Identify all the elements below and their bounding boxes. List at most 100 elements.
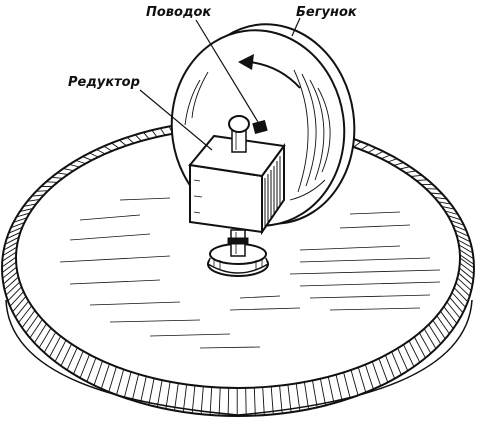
- reducer-side-shading: [264, 156, 281, 228]
- rim-hatch-stroke: [262, 387, 265, 416]
- rim-hatch-stroke: [36, 190, 49, 192]
- rim-hatch-stroke: [387, 158, 398, 163]
- spindle-base-shading: [213, 258, 263, 270]
- rim-hatch-stroke: [3, 241, 18, 251]
- rim-hatch-stroke: [456, 234, 471, 243]
- rim-hatch-stroke: [165, 381, 171, 409]
- leader-lines: [139, 17, 301, 151]
- rim-hatch-stroke: [2, 266, 17, 279]
- rim-hatch-stroke: [357, 367, 367, 393]
- rim-hatch-stroke: [440, 311, 454, 329]
- rim-hatch-stroke: [10, 222, 25, 229]
- rim-hatch-stroke: [131, 374, 140, 401]
- rim-hatch-stroke: [391, 351, 402, 375]
- driver-pin: [252, 120, 268, 134]
- rim-hatch-stroke: [123, 371, 132, 398]
- rim-hatch-stroke: [100, 363, 110, 389]
- rim-hatch-stroke: [449, 297, 464, 314]
- rim-hatch-stroke: [423, 328, 437, 349]
- rim-hatch-stroke: [279, 385, 283, 414]
- rim-hatch-stroke: [9, 291, 24, 307]
- rim-hatch-stroke: [384, 355, 396, 379]
- rim-hatch-stroke: [327, 376, 335, 404]
- rim-hatch-stroke: [455, 282, 471, 297]
- rim-hatch-stroke: [49, 335, 62, 358]
- rim-hatch-stroke: [19, 208, 33, 213]
- rim-hatch-stroke: [12, 296, 27, 313]
- rim-hatch-stroke: [1, 256, 17, 268]
- rim-hatch-stroke: [7, 286, 22, 302]
- rim-hatch-stroke: [119, 139, 127, 146]
- spindle-knob: [228, 115, 250, 133]
- rim-hatch-stroke: [438, 201, 451, 205]
- rim-hatch-stroke: [18, 305, 32, 323]
- rim-hatch-stroke: [182, 384, 188, 413]
- rim-hatch-stroke: [458, 244, 474, 254]
- rim-hatch-stroke: [75, 160, 86, 164]
- rim-hatch-stroke: [408, 340, 421, 363]
- rim-hatch-stroke: [16, 212, 30, 218]
- rim-hatch-stroke: [360, 144, 369, 151]
- rim-hatch-stroke: [31, 194, 44, 197]
- rim-hatch-stroke: [364, 364, 374, 390]
- rim-hatch-stroke: [459, 262, 475, 275]
- rim-hatch-stroke: [459, 249, 474, 260]
- rim-hatch-stroke: [60, 343, 72, 367]
- rim-hatch-stroke: [200, 386, 204, 415]
- rim-hatch-stroke: [34, 323, 47, 344]
- rim-hatch-stroke: [393, 162, 404, 166]
- rim-hatch-stroke: [459, 254, 475, 265]
- rim-hatch-stroke: [174, 383, 179, 411]
- rim-hatch-stroke: [63, 168, 74, 172]
- spindle-collar: [227, 237, 249, 245]
- rim-hatch-stroke: [459, 257, 475, 269]
- rim-hatch-stroke: [452, 224, 467, 232]
- rim-hatch-stroke: [46, 181, 58, 183]
- rim-hatch-stroke: [436, 315, 450, 335]
- rim-hatch-stroke: [414, 336, 426, 359]
- rim-hatch-stroke: [450, 219, 465, 226]
- rim-hatch-stroke: [13, 217, 28, 223]
- rim-hatch-stroke: [103, 145, 113, 152]
- rim-hatch-stroke: [434, 196, 447, 200]
- rim-hatch-stroke: [335, 374, 343, 401]
- rim-hatch-stroke: [441, 205, 455, 210]
- rim-hatch-stroke: [451, 292, 466, 308]
- rim-hatch-stroke: [403, 344, 415, 367]
- rim-hatch-stroke: [73, 351, 84, 375]
- rim-hatch-stroke: [419, 332, 432, 354]
- rim-hatch-stroke: [399, 166, 411, 170]
- rim-hatch-stroke: [270, 386, 274, 415]
- rim-hatch-stroke: [96, 149, 106, 155]
- rim-hatch-stroke: [89, 152, 99, 158]
- rim-hatch-stroke: [410, 174, 422, 177]
- rim-hatch-stroke: [143, 132, 150, 140]
- rim-hatch-stroke: [108, 366, 117, 392]
- rim-hatch-stroke: [381, 154, 391, 160]
- rim-hatch-stroke: [458, 272, 473, 286]
- rim-hatch-stroke: [253, 387, 256, 416]
- rim-hatch-stroke: [446, 301, 461, 319]
- leader-driver: [195, 19, 259, 123]
- rim-hatch-stroke: [5, 281, 21, 296]
- rim-hatch-stroke: [374, 150, 384, 157]
- rim-hatch-stroke: [397, 348, 409, 371]
- runner-wheel-shading: [184, 69, 331, 201]
- rim-hatch-stroke: [453, 287, 469, 303]
- leader-reducer: [139, 89, 213, 151]
- rim-hatch-stroke: [6, 231, 21, 240]
- rim-hatch-stroke: [405, 170, 417, 174]
- label-reducer: Редуктор: [68, 75, 140, 90]
- rim-hatch-stroke: [430, 192, 443, 195]
- reducer-box: [188, 115, 286, 236]
- reducer-front-shading: [193, 179, 203, 214]
- rim-hatch-stroke: [312, 380, 318, 408]
- rim-hatch-stroke: [209, 387, 213, 416]
- rim-hatch-stroke: [227, 387, 230, 416]
- rim-hatch-stroke: [443, 306, 458, 324]
- rim-hatch-stroke: [371, 361, 382, 387]
- rim-hatch-stroke: [86, 357, 97, 382]
- rim-hatch-stroke: [140, 376, 147, 403]
- rim-hatch-stroke: [350, 369, 359, 396]
- rim-hatch-stroke: [134, 134, 142, 142]
